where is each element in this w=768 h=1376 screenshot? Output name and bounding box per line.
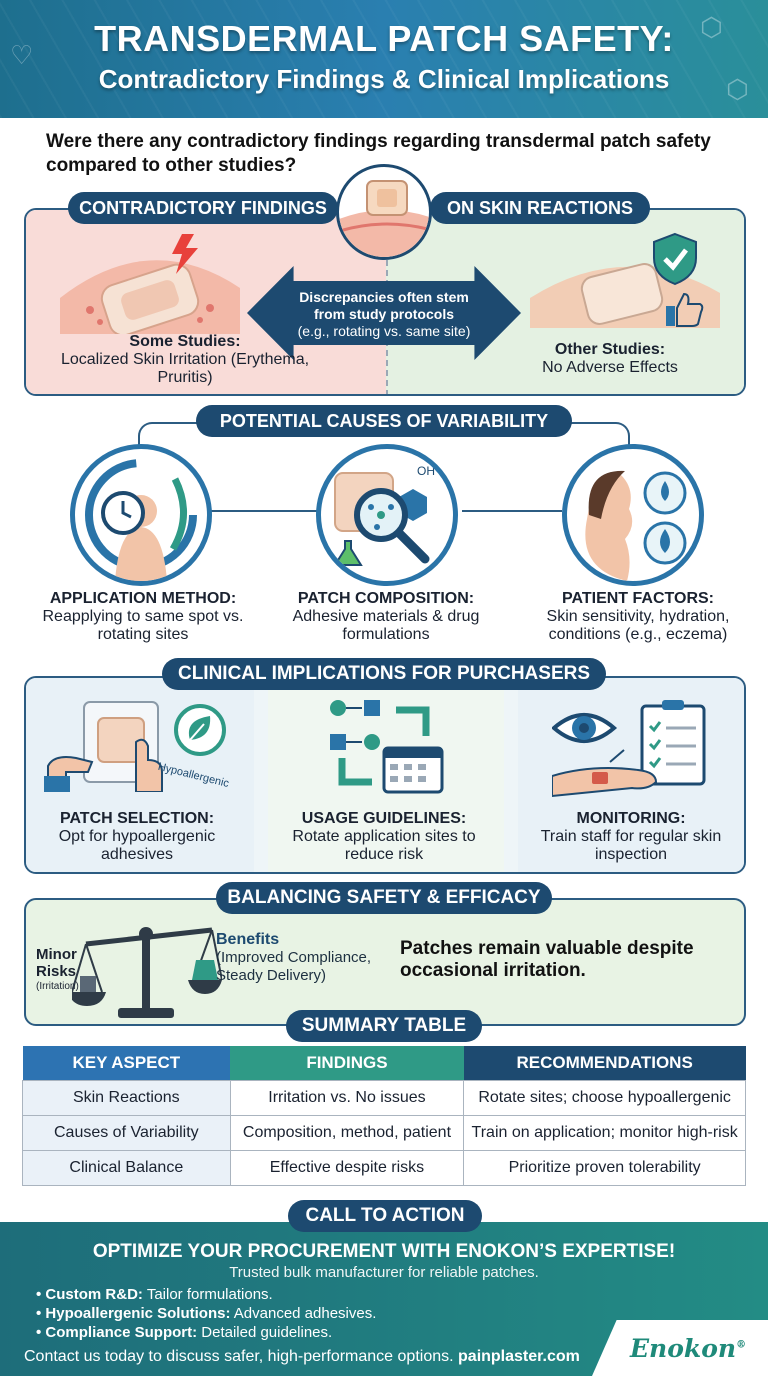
logo-background [592, 1320, 768, 1376]
hypoallergenic-label: Hypoallergenic [157, 761, 231, 790]
question-text: Were there any contradictory findings re… [46, 131, 711, 176]
cta-subtitle: Trusted bulk manufacturer for reliable p… [229, 1264, 539, 1281]
benefits-label: Benefits [216, 931, 280, 948]
chem-label: OH [417, 464, 435, 478]
hexagon-icon: ⬡ [700, 12, 723, 42]
pill-summary: SUMMARY TABLE [286, 1010, 482, 1042]
table-cell: Skin Reactions [22, 1079, 231, 1116]
table-cell: Causes of Variability [22, 1114, 231, 1151]
logo-mark: ® [736, 1339, 747, 1351]
impl-monitoring: MONITORING: Train staff for regular skin… [522, 810, 740, 864]
risks-label: Minor Risks [36, 946, 77, 980]
contact-line: Contact us today to discuss safer, high-… [24, 1348, 580, 1366]
pill-implications: CLINICAL IMPLICATIONS FOR PURCHASERS [162, 658, 606, 690]
balance-statement: Patches remain valuable despite occasion… [400, 938, 694, 981]
list-item: Custom R&D: Tailor formulations. [36, 1285, 376, 1304]
table-header: FINDINGS [230, 1046, 464, 1080]
usage-guidelines-icon [330, 700, 444, 794]
some-studies-text: Some Studies: Localized Skin Irritation … [40, 333, 330, 387]
impl-title: USAGE GUIDELINES: [301, 810, 467, 827]
header-banner: ♡ ⬡ ⬡ TRANSDERMAL PATCH SAFETY: Contradi… [0, 0, 768, 118]
table-header: RECOMMENDATIONS [463, 1046, 746, 1080]
some-studies-desc: Localized Skin Irritation (Erythema, Pru… [60, 351, 310, 386]
contact-text: Contact us today to discuss safer, high-… [24, 1348, 454, 1365]
table-cell: Composition, method, patient [229, 1114, 465, 1151]
pill-call-to-action: CALL TO ACTION [288, 1200, 482, 1232]
table-row: Clinical Balance Effective despite risks… [22, 1149, 746, 1186]
shield-check-icon [653, 232, 697, 286]
patch-badge-icon [336, 164, 432, 260]
table-cell: Rotate sites; choose hypoallergenic [463, 1079, 746, 1116]
hexagon-icon: ⬡ [726, 74, 749, 104]
cta-title: OPTIMIZE YOUR PROCUREMENT WITH ENOKON’S … [92, 1241, 676, 1262]
list-item-bold: Custom R&D: [45, 1286, 143, 1303]
table-header: KEY ASPECT [22, 1046, 231, 1080]
contact-link[interactable]: painplaster.com [458, 1348, 580, 1365]
cause-desc: Skin sensitivity, hydration, conditions … [546, 608, 730, 643]
discrepancy-text: Discrepancies often stem from study prot… [286, 289, 482, 340]
pill-contradictory-findings: CONTRADICTORY FINDINGS [68, 192, 338, 224]
lightning-icon [172, 234, 198, 274]
cause-patch-composition: PATCH COMPOSITION: Adhesive materials & … [270, 590, 502, 644]
impl-patch-selection: PATCH SELECTION: Opt for hypoallergenic … [30, 810, 244, 864]
list-item-text: Advanced adhesives. [233, 1305, 377, 1322]
cause-desc: Adhesive materials & drug formulations [292, 608, 480, 643]
other-studies-desc: No Adverse Effects [542, 359, 678, 376]
list-item-text: Tailor formulations. [146, 1286, 273, 1303]
impl-title: MONITORING: [576, 810, 686, 827]
table-row: Causes of Variability Composition, metho… [22, 1114, 746, 1151]
table-cell: Irritation vs. No issues [229, 1079, 465, 1116]
some-studies-title: Some Studies: [129, 333, 241, 350]
list-item: Compliance Support: Detailed guidelines. [36, 1323, 376, 1342]
list-item-text: Detailed guidelines. [201, 1324, 333, 1341]
table-cell: Prioritize proven tolerability [463, 1149, 746, 1186]
discrepancy-bold-text: Discrepancies often stem from study prot… [299, 289, 469, 322]
impl-title: PATCH SELECTION: [59, 810, 215, 827]
other-studies-text: Other Studies: No Adverse Effects [470, 341, 750, 377]
cause-application-method: APPLICATION METHOD: Reapplying to same s… [22, 590, 264, 644]
table-cell: Effective despite risks [229, 1149, 465, 1186]
scale-icon [72, 927, 222, 1018]
table-cell: Clinical Balance [22, 1149, 231, 1186]
application-method-icon [70, 444, 212, 586]
cause-patient-factors: PATIENT FACTORS: Skin sensitivity, hydra… [516, 590, 760, 644]
patient-factors-icon [562, 444, 704, 586]
patch-selection-icon: Hypoallergenic [44, 701, 231, 792]
list-item-bold: Compliance Support: [45, 1324, 198, 1341]
heart-icon: ♡ [10, 40, 34, 70]
cause-desc: Reapplying to same spot vs. rotating sit… [42, 608, 244, 643]
pill-balance: BALANCING SAFETY & EFFICACY [216, 882, 552, 914]
cta-list: Custom R&D: Tailor formulations. Hypoall… [36, 1285, 376, 1342]
cause-title: PATCH COMPOSITION: [297, 590, 475, 607]
discrepancy-sub-text: (e.g., rotating vs. same site) [297, 323, 471, 339]
risks-sub-label: (Irritation) [36, 981, 79, 992]
page-subtitle: Contradictory Findings & Clinical Implic… [98, 64, 670, 94]
monitoring-icon [552, 700, 706, 798]
benefits-sub-label: (Improved Compliance, Steady Delivery) [216, 949, 372, 984]
list-item-bold: Hypoallergenic Solutions: [45, 1305, 231, 1322]
thumbs-up-icon [666, 292, 704, 327]
impl-desc: Opt for hypoallergenic adhesives [58, 828, 216, 863]
impl-desc: Train staff for regular skin inspection [540, 828, 722, 863]
summary-table: KEY ASPECT FINDINGS RECOMMENDATIONS Skin… [22, 1046, 746, 1186]
other-studies-title: Other Studies: [554, 341, 666, 358]
patch-composition-icon: OH [316, 444, 458, 586]
table-cell: Train on application; monitor high-risk [463, 1114, 746, 1151]
connector-line [462, 510, 562, 512]
list-item: Hypoallergenic Solutions: Advanced adhes… [36, 1304, 376, 1323]
page-title: TRANSDERMAL PATCH SAFETY: [94, 18, 674, 59]
pill-causes: POTENTIAL CAUSES OF VARIABILITY [196, 405, 572, 437]
impl-usage-guidelines: USAGE GUIDELINES: Rotate application sit… [272, 810, 496, 864]
discrepancy-arrow [247, 266, 521, 360]
impl-desc: Rotate application sites to reduce risk [292, 828, 476, 863]
enokon-logo: Enokon® [630, 1334, 746, 1363]
connector-line [210, 510, 320, 512]
irritated-skin-illustration [60, 260, 240, 334]
logo-text: Enokon [630, 1334, 737, 1363]
table-row: Skin Reactions Irritation vs. No issues … [22, 1079, 746, 1116]
cause-title: PATIENT FACTORS: [562, 590, 714, 607]
pill-skin-reactions: ON SKIN REACTIONS [430, 192, 650, 224]
cause-title: APPLICATION METHOD: [49, 590, 237, 607]
